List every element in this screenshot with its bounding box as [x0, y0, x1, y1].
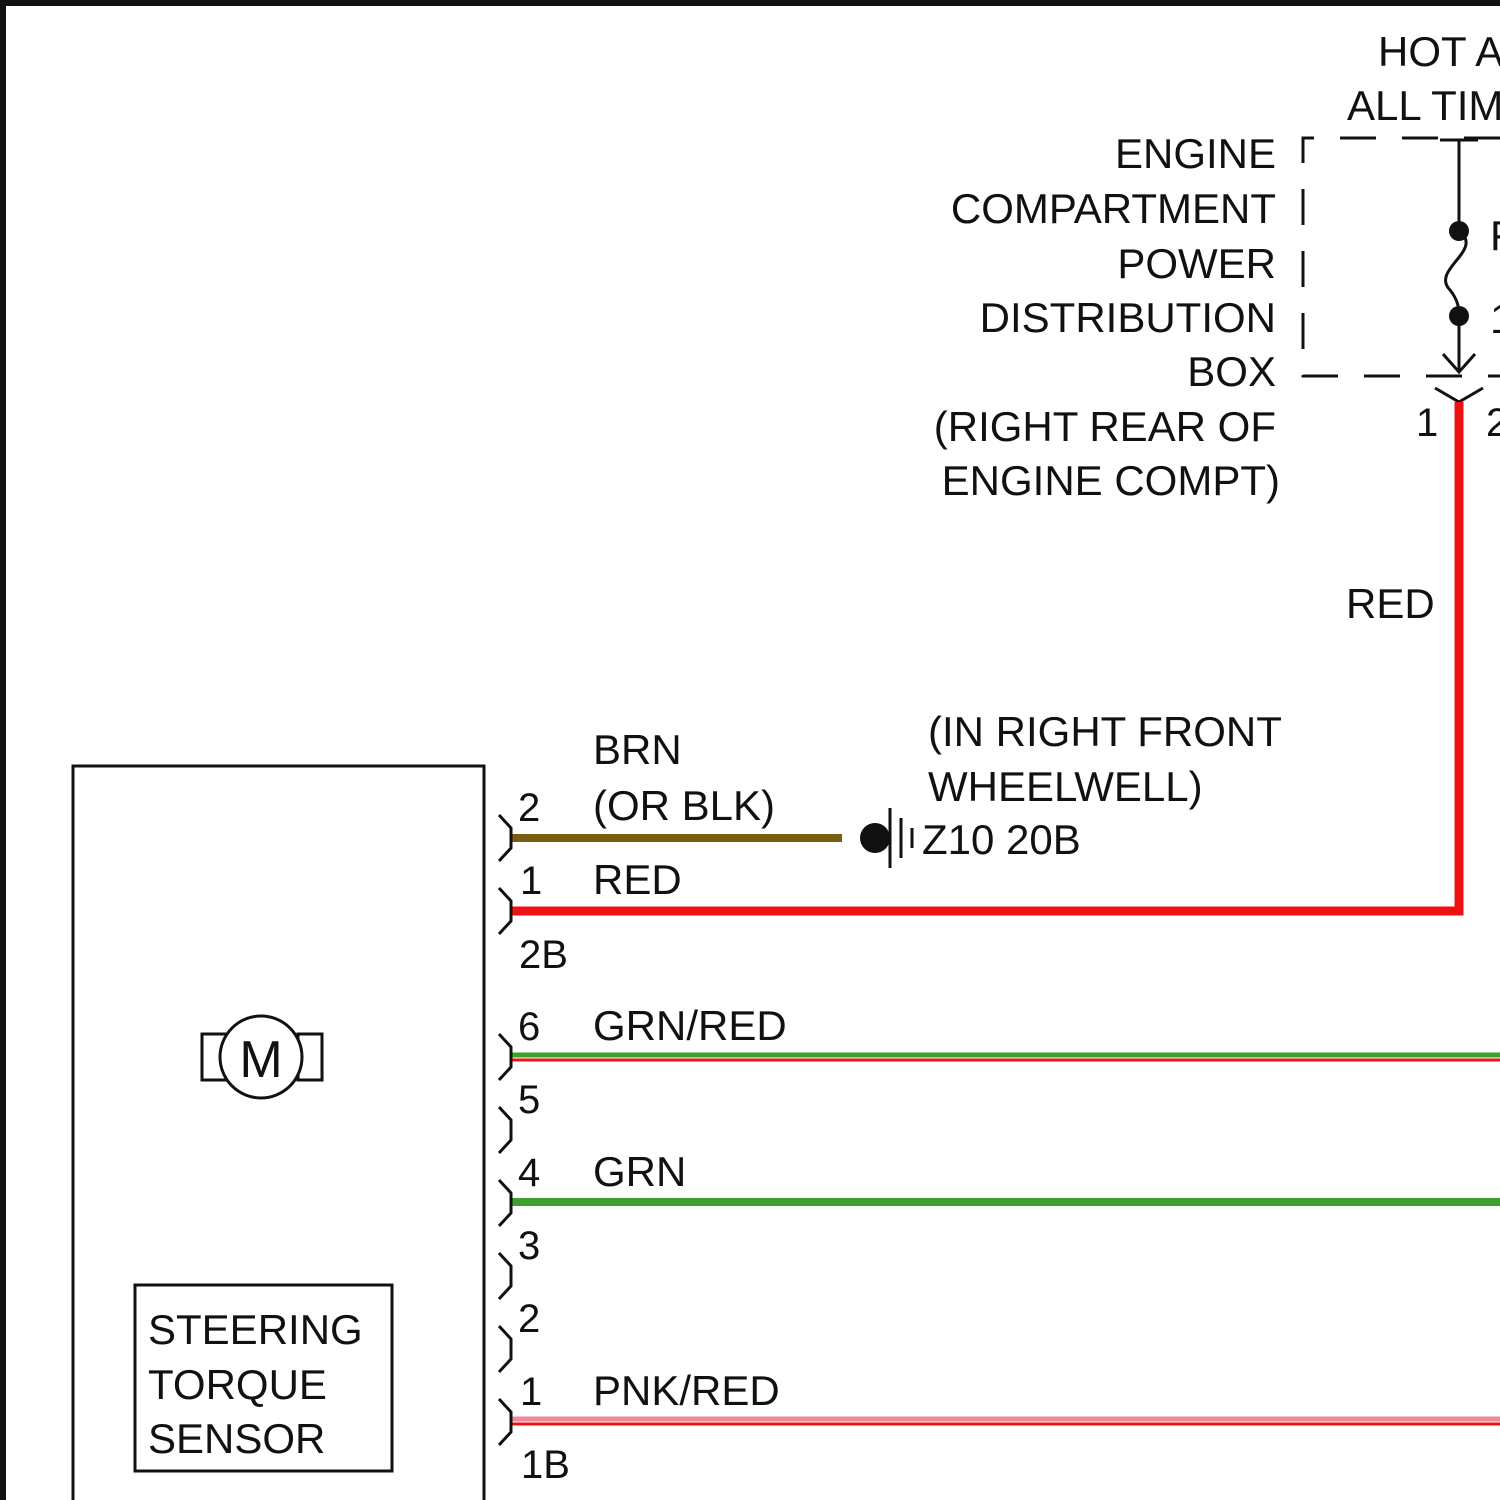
ground-location-line1: (IN RIGHT FRONT: [928, 708, 1282, 755]
pin-number: 2: [518, 1297, 540, 1341]
pin-number: 6: [518, 1005, 540, 1049]
ground-location-line2: WHEELWELL): [928, 763, 1203, 810]
torque-sensor-label-line: SENSOR: [148, 1415, 325, 1462]
hot-at-all-times-line2: ALL TIM: [1347, 82, 1500, 129]
pin-number: 4: [518, 1151, 540, 1195]
power-box-label: ENGINE COMPARTMENT POWER DISTRIBUTION BO…: [934, 130, 1280, 504]
ground-code: Z10 20B: [922, 816, 1081, 863]
wire-color-label: PNK/RED: [593, 1367, 780, 1414]
fuse-icon: [1446, 231, 1467, 316]
motor-icon: M: [202, 1016, 322, 1098]
pin-number: 1: [520, 1370, 542, 1414]
pin-number: 5: [518, 1078, 540, 1122]
box-terminal-2: 2: [1486, 401, 1500, 445]
feed-wire-color-label: RED: [1346, 580, 1435, 627]
power-box-label-line: COMPARTMENT: [951, 185, 1276, 232]
connector-icon: [1435, 388, 1483, 402]
connector-pin-icon: [499, 1180, 511, 1226]
power-box-label-line: ENGINE COMPT): [942, 457, 1280, 504]
wire-color-label: BRN: [593, 726, 682, 773]
wire-color-alt-label: (OR BLK): [593, 782, 775, 829]
torque-sensor-label-line: TORQUE: [148, 1361, 327, 1408]
power-box-label-line: ENGINE: [1115, 130, 1276, 177]
connector-name: 2B: [519, 933, 568, 977]
fuse-label: F: [1490, 212, 1500, 259]
wire-color-label: GRN: [593, 1148, 686, 1195]
power-box-label-line: DISTRIBUTION: [980, 294, 1276, 341]
connector-pin-icon: [499, 1399, 511, 1445]
pin-number: 1: [520, 859, 542, 903]
pin-number: 3: [518, 1224, 540, 1268]
power-box-label-line: (RIGHT REAR OF: [934, 403, 1276, 450]
ground-splice-dot: [860, 823, 890, 853]
wire-color-label: RED: [593, 856, 682, 903]
power-box-label-line: BOX: [1187, 348, 1276, 395]
box-terminal-1: 1: [1416, 401, 1438, 445]
connector-1b: 6 GRN/RED 5 4 GRN 3 2 1 PNK/RED 1B: [499, 1002, 1500, 1487]
pin-number: 2: [518, 786, 540, 830]
motor-symbol: M: [239, 1031, 282, 1089]
connector-pin-icon: [499, 815, 511, 861]
ground-icon: [890, 808, 912, 868]
connector-pin-icon: [499, 1107, 511, 1153]
torque-sensor-label-line: STEERING: [148, 1306, 363, 1353]
connector-pin-icon: [499, 1034, 511, 1080]
power-box-label-line: POWER: [1117, 240, 1276, 287]
fuse-rating-partial: 1: [1490, 295, 1500, 342]
connector-pin-icon: [499, 1253, 511, 1299]
connector-pin-icon: [499, 888, 511, 934]
connector-name: 1B: [521, 1443, 570, 1487]
power-box-outline: [1303, 138, 1500, 376]
connector-pin-icon: [499, 1326, 511, 1372]
hot-at-all-times-line1: HOT A: [1378, 28, 1500, 75]
connector-2b: 2 BRN (OR BLK) 1 RED 2B: [499, 726, 775, 977]
eps-module: M STEERING TORQUE SENSOR: [73, 766, 484, 1500]
wire-color-label: GRN/RED: [593, 1002, 787, 1049]
